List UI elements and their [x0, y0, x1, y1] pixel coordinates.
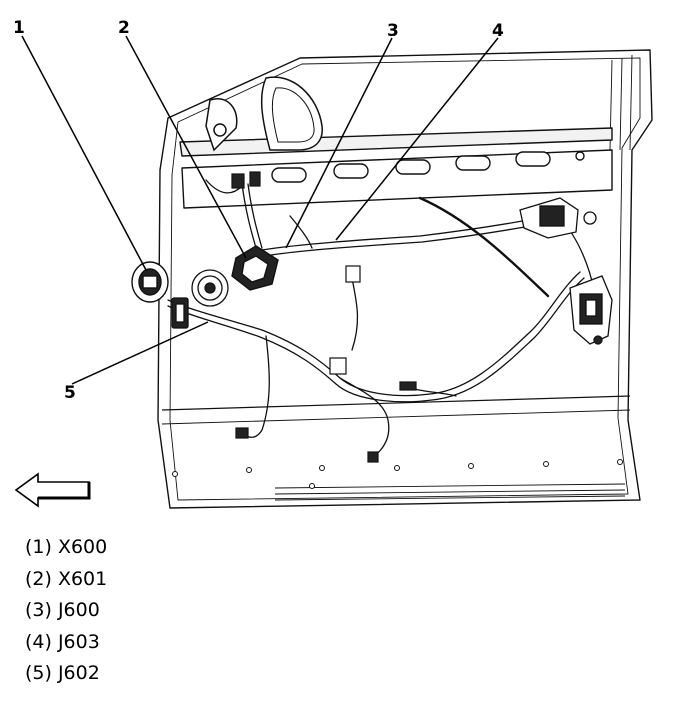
callout-2: 2	[118, 18, 130, 38]
legend-item-x600: (1) X600	[25, 536, 108, 558]
connector-x601	[231, 245, 279, 291]
door-lock-actuator	[569, 275, 613, 345]
callout-4: 4	[492, 21, 504, 41]
legend-item-j603: (4) J603	[25, 630, 100, 653]
left-arrow-icon	[14, 472, 91, 508]
connector-x600	[131, 261, 169, 303]
callout-1: 1	[13, 18, 25, 38]
beltline-slots	[271, 151, 585, 183]
legend-item-j600: (3) J600	[25, 599, 100, 621]
component-legend: (1) X600 (2) X601 (3) J600 (4) J603 (5) …	[25, 532, 107, 690]
callout-5: 5	[64, 383, 76, 403]
upper-latch-connector	[519, 197, 597, 239]
callout-3: 3	[387, 21, 399, 41]
side-mirror	[205, 76, 323, 152]
legend-item-x601: (2) X601	[25, 567, 108, 590]
legend-item-j602: (5) J602	[25, 662, 100, 684]
connector-block-left	[171, 297, 189, 329]
panel-holes	[172, 459, 623, 489]
leader-lines	[21, 35, 499, 385]
door-harness-diagram: 1 2 3 4 5	[13, 18, 653, 509]
small-connectors	[231, 171, 417, 463]
speaker-grommet	[191, 269, 229, 307]
